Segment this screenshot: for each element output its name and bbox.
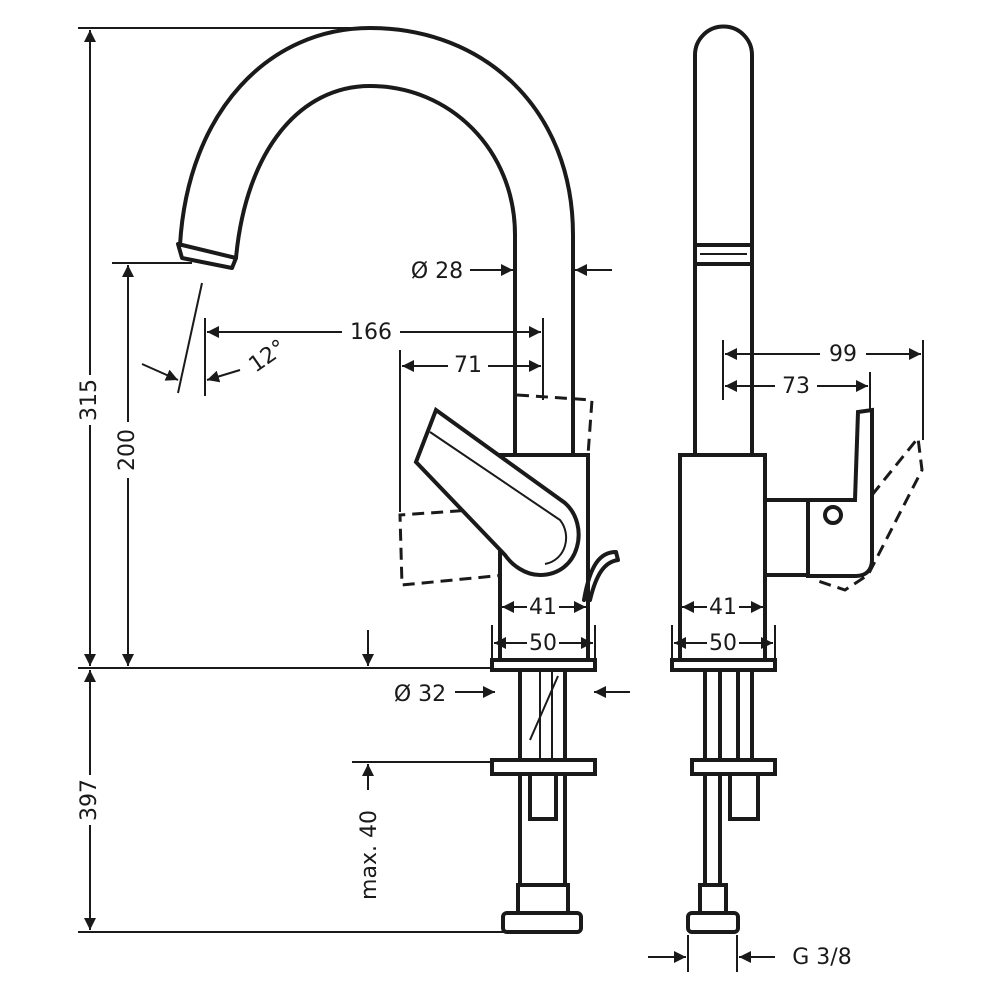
dimension-lever-offset: 71	[399, 350, 541, 512]
dimension-front-widths: 41 50	[491, 594, 596, 660]
dimension-max-counter: max. 40	[352, 630, 495, 900]
svg-text:73: 73	[782, 374, 810, 399]
dimension-spout-angle: 12°	[141, 282, 291, 394]
svg-text:Ø 32: Ø 32	[394, 682, 446, 707]
svg-text:200: 200	[115, 429, 140, 471]
dimension-reach: 166	[204, 318, 544, 400]
svg-text:max. 40: max. 40	[357, 810, 382, 900]
svg-text:315: 315	[77, 379, 102, 421]
dimension-spout-height: 200	[115, 265, 140, 666]
svg-text:397: 397	[77, 779, 102, 821]
svg-text:50: 50	[529, 631, 557, 656]
dimension-side-depths: 99 73	[722, 340, 924, 440]
front-view-body	[413, 406, 620, 672]
dimension-total-height: 315	[77, 30, 102, 666]
dimension-side-widths: 41 50	[671, 594, 776, 660]
reference-lines	[78, 27, 505, 933]
svg-text:41: 41	[529, 595, 557, 620]
dimension-base-diameter: Ø 32	[394, 682, 630, 707]
front-view-spout	[176, 26, 575, 457]
dimension-connection: G 3/8	[648, 935, 852, 972]
dimension-below-counter: 397	[77, 670, 102, 930]
svg-text:Ø 28: Ø 28	[411, 259, 463, 284]
svg-text:99: 99	[829, 342, 857, 367]
svg-text:50: 50	[709, 631, 737, 656]
svg-text:G 3/8: G 3/8	[792, 945, 851, 970]
dimension-spout-diameter: Ø 28	[411, 259, 612, 284]
svg-text:41: 41	[709, 595, 737, 620]
side-view	[670, 24, 924, 934]
front-view-mounting	[490, 668, 597, 934]
svg-text:71: 71	[454, 353, 482, 378]
svg-text:12°: 12°	[245, 335, 291, 378]
svg-text:166: 166	[350, 320, 392, 345]
